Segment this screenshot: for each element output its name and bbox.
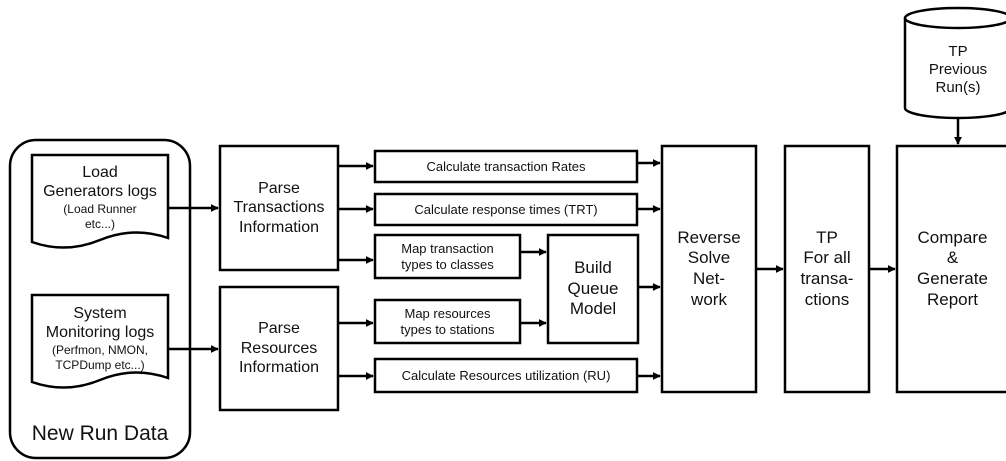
tp-previous-cylinder	[903, 18, 1006, 120]
rates-box	[373, 149, 639, 184]
utilization-box	[373, 357, 639, 394]
system-logs-document	[30, 293, 170, 389]
map-classes-box	[373, 233, 522, 280]
parse-transactions-box	[218, 144, 340, 272]
tp-all-box	[783, 144, 871, 394]
tp-previous-cylinder-top	[903, 6, 1006, 30]
build-queue-model-box	[546, 233, 640, 345]
reverse-solve-box	[660, 144, 758, 394]
response-box	[373, 192, 639, 227]
parse-resources-box	[218, 285, 340, 412]
new-run-data-container	[8, 138, 192, 460]
load-logs-document	[30, 153, 170, 249]
compare-report-box	[895, 144, 1006, 394]
map-stations-box	[373, 298, 522, 345]
